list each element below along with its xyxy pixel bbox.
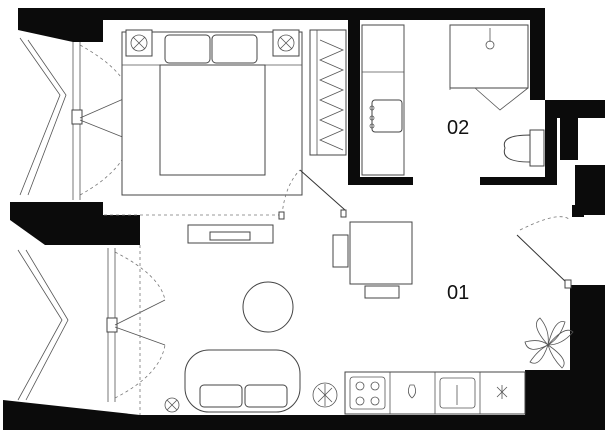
balcony-lower: [17, 248, 118, 402]
side-table: [164, 397, 180, 413]
wall-right-lower: [570, 285, 605, 370]
sink: [369, 99, 403, 133]
wall-right-notch: [530, 100, 605, 160]
kitchen-counter: [344, 371, 526, 415]
wall-top: [18, 8, 545, 42]
toilet: [503, 129, 545, 167]
entry-door: [516, 216, 572, 289]
walls: [3, 8, 605, 430]
bedroom-zone-line: [104, 214, 280, 415]
wall-bottom: [3, 400, 525, 430]
round-table: [242, 281, 294, 333]
room-label-01: 01: [447, 282, 469, 304]
wall-bath-right: [545, 118, 557, 185]
wall-bath-bottom-right: [480, 177, 545, 185]
plant-corner: [312, 382, 338, 408]
tv-bench: [187, 224, 274, 244]
shower: [449, 24, 529, 111]
wall-bath-bottom: [348, 177, 413, 185]
bed: [121, 31, 303, 196]
wall-right-box: [525, 370, 605, 430]
sofa: [184, 349, 301, 413]
wall-right-upper: [530, 8, 545, 100]
nightstand-left: [125, 29, 153, 57]
wall-bath-left: [348, 20, 360, 180]
nightstand-right: [272, 29, 300, 57]
desk-and-chair: [332, 221, 413, 299]
potted-plant: [524, 317, 574, 369]
wardrobe: [309, 29, 347, 156]
wall-left-middle: [10, 202, 140, 245]
balcony-upper: [19, 37, 83, 200]
bedroom-door: [278, 169, 347, 220]
room-label-02: 02: [447, 117, 469, 139]
wall-right-stub: [572, 205, 584, 217]
